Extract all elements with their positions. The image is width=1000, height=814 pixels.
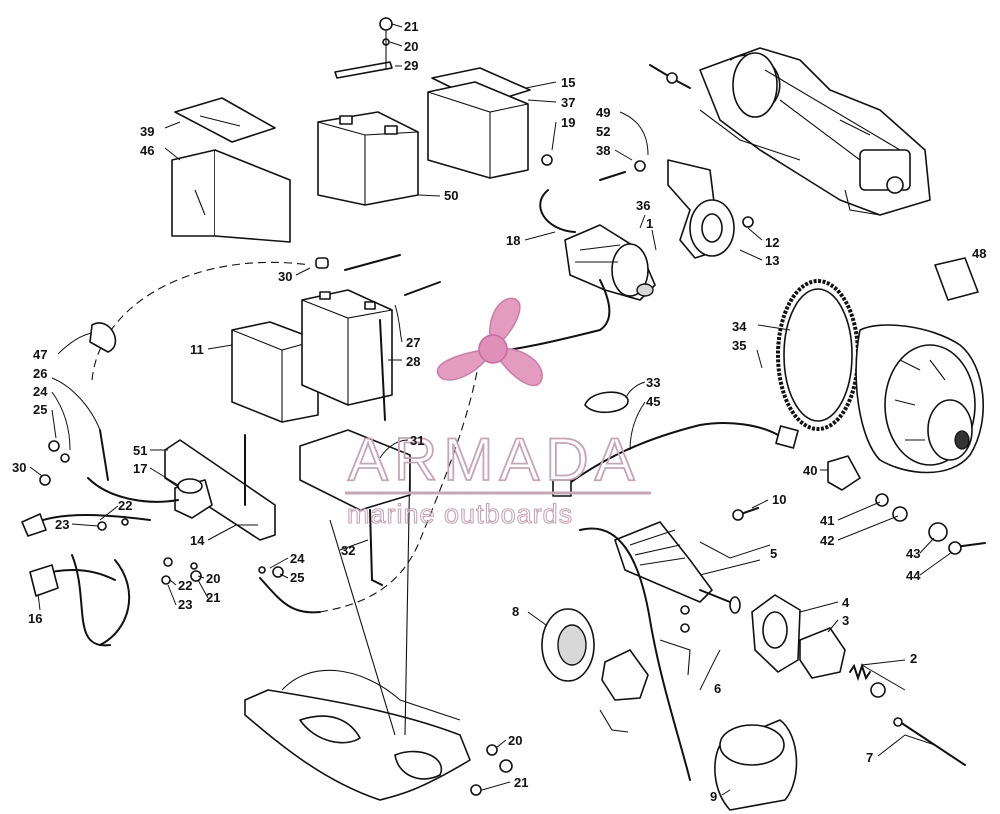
callout-28: 28 (406, 354, 420, 369)
watermark-brand: ARMADA (348, 426, 641, 493)
battery-shield (231, 321, 319, 423)
callout-51: 51 (133, 443, 147, 458)
callout-2: 2 (910, 651, 917, 666)
callout-34: 34 (732, 319, 747, 334)
callout-15: 15 (561, 75, 575, 90)
callout-41: 41 (820, 513, 834, 528)
decal (934, 257, 979, 301)
callout-29: 29 (404, 58, 418, 73)
callout-16: 16 (28, 611, 42, 626)
callout-21-low: 21 (514, 775, 528, 790)
callout-20: 20 (404, 39, 418, 54)
callout-37: 37 (561, 95, 575, 110)
callout-52: 52 (596, 124, 610, 139)
callout-17: 17 (133, 461, 147, 476)
relay-bracket (299, 429, 411, 511)
callout-40: 40 (803, 463, 817, 478)
callout-9: 9 (710, 789, 717, 804)
callout-44: 44 (906, 568, 921, 583)
starter-exploded-parts (541, 391, 986, 811)
callout-49: 49 (596, 105, 610, 120)
lower-battery-group (164, 254, 441, 614)
belly-pan (244, 457, 513, 801)
callout-18: 18 (506, 233, 520, 248)
callout-21-mid: 21 (206, 590, 220, 605)
callout-1: 1 (646, 216, 653, 231)
callout-14: 14 (190, 533, 205, 548)
callout-47: 47 (33, 347, 47, 362)
callout-39: 39 (140, 124, 154, 139)
callout-46: 46 (140, 143, 154, 158)
battery-strap (334, 61, 393, 79)
callout-25-mid: 25 (290, 570, 304, 585)
callout-32: 32 (341, 543, 355, 558)
mounting-plate (164, 439, 276, 541)
callout-30: 30 (278, 269, 292, 284)
callout-22-low: 22 (178, 578, 192, 593)
callout-7: 7 (866, 750, 873, 765)
callout-23-low: 23 (178, 597, 192, 612)
callout-26: 26 (33, 366, 47, 381)
armada-watermark: ARMADA marine outboards (345, 297, 651, 530)
callout-19: 19 (561, 115, 575, 130)
battery-box-left (171, 149, 216, 237)
callout-6: 6 (714, 681, 721, 696)
starter-motor-assembly (469, 154, 754, 356)
callout-22: 22 (118, 498, 132, 513)
callout-leaders (29, 23, 953, 796)
callout-24-mid: 24 (290, 551, 305, 566)
callout-31: 31 (410, 433, 424, 448)
callout-36: 36 (636, 198, 650, 213)
callout-30-left: 30 (12, 460, 26, 475)
callout-23: 23 (55, 517, 69, 532)
callout-24: 24 (33, 384, 48, 399)
wiring-connector (29, 564, 59, 597)
callout-43: 43 (906, 546, 920, 561)
left-wiring-harness (21, 261, 481, 647)
callout-38: 38 (596, 143, 610, 158)
callout-48: 48 (972, 246, 986, 261)
battery-mat (174, 97, 276, 143)
watermark-tagline: marine outboards (347, 499, 573, 529)
callout-5: 5 (770, 546, 777, 561)
callout-11: 11 (190, 342, 204, 357)
battery-box-assembly (171, 17, 531, 243)
flywheel-assembly (776, 257, 984, 474)
cable-tie (89, 322, 117, 353)
battery-secondary (301, 289, 393, 406)
callout-42: 42 (820, 533, 834, 548)
callout-21: 21 (404, 19, 418, 34)
callout-35: 35 (732, 338, 746, 353)
callout-20-mid: 20 (206, 571, 220, 586)
callout-25: 25 (33, 402, 47, 417)
callout-27: 27 (406, 335, 420, 350)
callout-4: 4 (842, 595, 850, 610)
callout-45: 45 (646, 394, 660, 409)
callout-12: 12 (765, 235, 779, 250)
engine-assembly (649, 47, 931, 216)
callout-13: 13 (765, 253, 779, 268)
starter-drive (799, 627, 846, 679)
propeller-logo-icon (436, 297, 543, 387)
callout-33: 33 (646, 375, 660, 390)
callout-3: 3 (842, 613, 849, 628)
callout-8: 8 (512, 604, 519, 619)
belly-pan-outline (244, 689, 471, 801)
callout-labels: 21 20 29 15 37 19 39 46 50 49 52 38 36 1… (12, 19, 986, 804)
callout-10: 10 (772, 492, 786, 507)
callout-50: 50 (444, 188, 458, 203)
battery-box-right (427, 81, 529, 179)
callout-20-low: 20 (508, 733, 522, 748)
